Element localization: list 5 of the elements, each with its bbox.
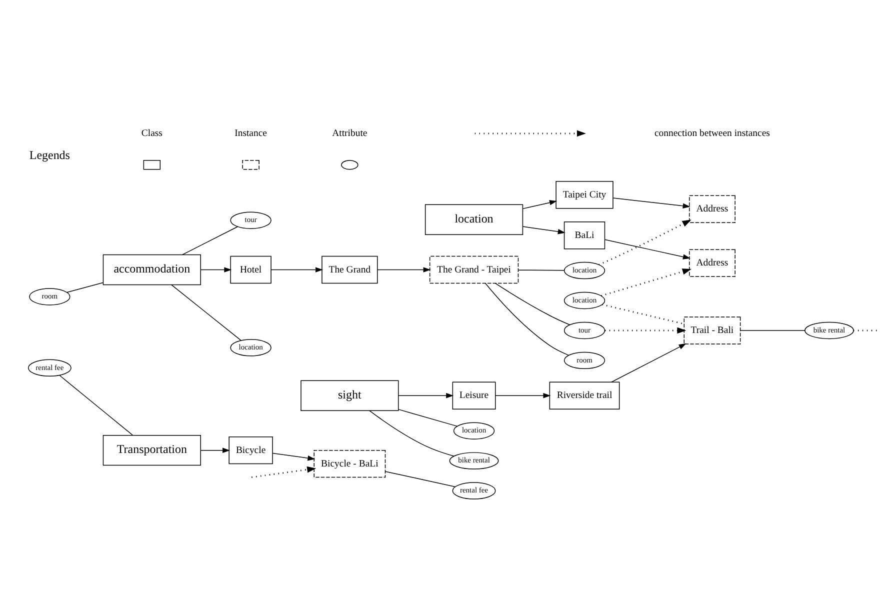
legend-label: Instance (234, 128, 267, 139)
legend-label: Class (141, 128, 162, 139)
label: Legends (29, 147, 70, 162)
legend-label: Attribute (332, 128, 368, 139)
legend-label: connection between instances (654, 128, 770, 139)
